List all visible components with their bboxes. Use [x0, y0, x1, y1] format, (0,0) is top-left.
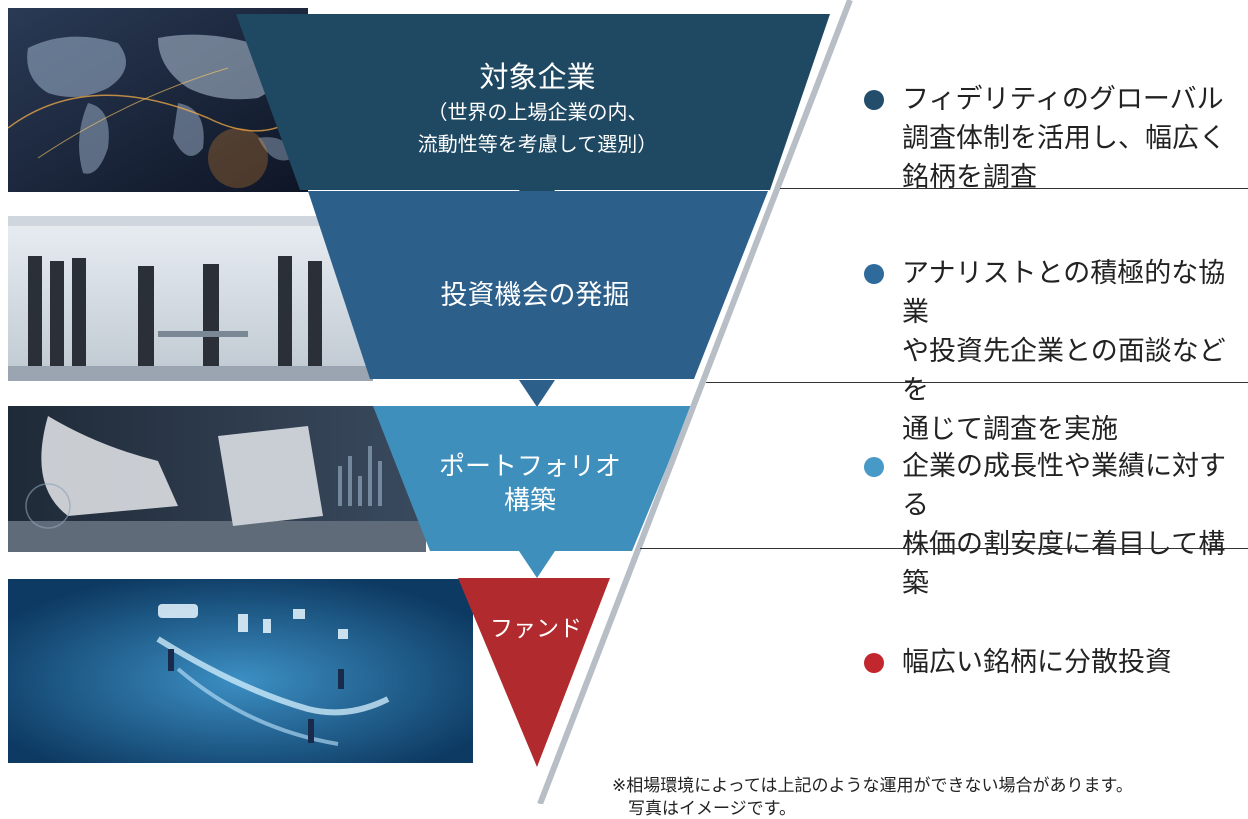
divider-3 [640, 548, 1248, 549]
description-line: 株価の割安度に着目して構築 [902, 529, 1226, 599]
bullet-dot-3 [864, 457, 884, 477]
stage-title: ファンド [490, 616, 582, 642]
stage-subtitle-line2: 流動性等を考慮して選別） [417, 132, 658, 156]
funnel-arrow-2 [519, 380, 555, 407]
funnel-arrow-3 [519, 551, 555, 578]
funnel-stage-investment-discovery [308, 191, 768, 379]
funnel-stage-fund [458, 578, 610, 767]
description-portfolio-construction: 企業の成長性や業績に対する 株価の割安度に着目して構築 [902, 447, 1248, 603]
funnel-edge-line [537, 0, 853, 804]
description-line: 銘柄を調査 [902, 162, 1037, 193]
description-analyst-collaboration: アナリストとの積極的な協業 や投資先企業との面談などを 通じて調査を実施 [902, 254, 1248, 449]
stage-title-line1: ポートフォリオ [438, 452, 621, 482]
funnel-stage-portfolio [373, 406, 692, 551]
description-line: アナリストとの積極的な協業 [902, 258, 1226, 328]
stage-target-companies-label: 対象企業 （世界の上場企業の内、 流動性等を考慮して選別） [330, 58, 745, 160]
stage-title: 投資機会の発掘 [440, 280, 630, 311]
stage-subtitle-line1: （世界の上場企業の内、 [427, 100, 648, 124]
description-line: フィデリティのグローバル [902, 84, 1224, 115]
bullet-dot-1 [864, 90, 884, 110]
description-diversified-investment: 幅広い銘柄に分散投資 [902, 643, 1172, 682]
description-line: 調査体制を活用し、幅広く [902, 123, 1226, 154]
photo-laptop-data [8, 406, 426, 552]
footnote-market-conditions: ※相場環境によっては上記のような運用ができない場合があります。 [612, 776, 1133, 796]
photo-business-handshake [8, 216, 373, 381]
bullet-dot-2 [864, 264, 884, 284]
divider-2 [706, 382, 1248, 383]
description-line: 幅広い銘柄に分散投資 [902, 647, 1172, 678]
stage-investment-discovery-label: 投資機会の発掘 [340, 278, 730, 314]
stage-fund-label: ファンド [476, 614, 596, 644]
stage-title-line2: 構築 [503, 486, 556, 516]
photo-tech-network [8, 579, 473, 763]
description-line: 通じて調査を実施 [902, 414, 1118, 445]
funnel-stage-target-companies [236, 14, 830, 190]
divider-1 [780, 188, 1248, 189]
footnote-image-disclaimer: 写真はイメージです。 [628, 799, 796, 819]
bullet-dot-4 [864, 653, 884, 673]
description-line: 企業の成長性や業績に対する [902, 451, 1226, 521]
stage-title: 対象企業 [479, 60, 596, 94]
stage-portfolio-label: ポートフォリオ 構築 [400, 450, 660, 518]
description-global-research: フィデリティのグローバル 調査体制を活用し、幅広く 銘柄を調査 [902, 80, 1226, 197]
description-line: や投資先企業との面談などを [902, 336, 1226, 406]
